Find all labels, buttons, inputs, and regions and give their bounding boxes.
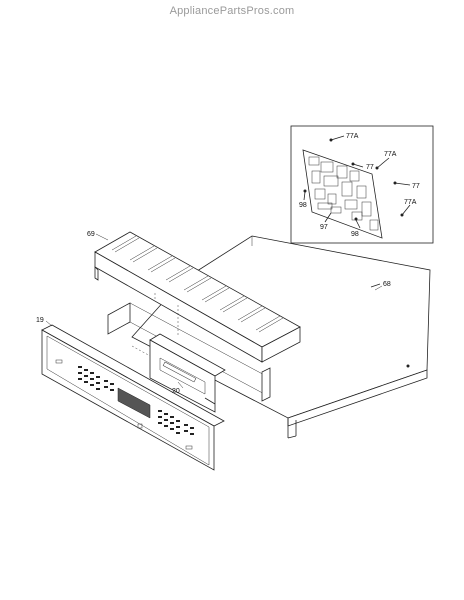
- label-77a: 77A: [346, 133, 359, 140]
- label-98: 98: [351, 231, 359, 238]
- screw-77a-mid: [375, 157, 390, 170]
- label-77: 77: [412, 183, 420, 190]
- label-19: 19: [36, 317, 44, 324]
- screw-77-b: [393, 181, 411, 186]
- display-board-20: [149, 333, 226, 413]
- control-panel-19: [41, 324, 225, 471]
- screw-77-a: [351, 162, 364, 168]
- label-77a: 77A: [384, 151, 397, 158]
- label-77a: 77A: [404, 199, 417, 206]
- display-window: [117, 387, 151, 419]
- label-98: 98: [299, 202, 307, 209]
- label-20: 20: [172, 388, 180, 395]
- screw-77a-low: [400, 204, 411, 217]
- connector-97: [330, 206, 342, 214]
- label-97: 97: [320, 224, 328, 231]
- vent-panel-69: [94, 231, 301, 363]
- control-board-inset: 77A 77 77A 77 77A 98 97 98: [290, 125, 434, 244]
- site-watermark: AppliancePartsPros.com: [169, 5, 295, 17]
- label-68: 68: [383, 281, 391, 288]
- keypad-right: [158, 410, 194, 435]
- board-component: [308, 156, 320, 166]
- inset-frame: [290, 125, 434, 244]
- label-77: 77: [366, 164, 374, 171]
- label-69: 69: [87, 231, 95, 238]
- screw-77a-top: [329, 135, 345, 142]
- keypad-left: [78, 366, 114, 391]
